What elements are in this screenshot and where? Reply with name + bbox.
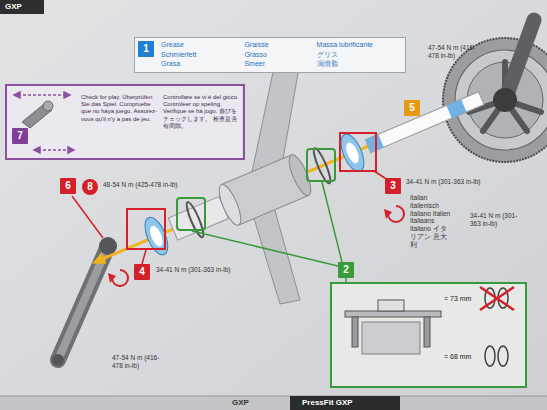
callout-text: 5: [409, 102, 415, 114]
spindle: [365, 92, 484, 153]
callout-number: 4: [134, 264, 150, 280]
callout-text: 8: [87, 181, 93, 193]
callout-text: 7: [17, 130, 23, 142]
node-text: Grasso: [244, 51, 294, 59]
measure-panel: = 73 mm = 68 mm: [330, 282, 527, 388]
torque-note: Italian Italienisch Italiano Italien Ita…: [410, 194, 452, 249]
torque-note: 34-41 N m (301-363 in-lb): [406, 178, 506, 186]
callout-number: 3: [385, 178, 401, 194]
callout-text: 3: [390, 180, 396, 192]
node-text: Massa lubrificante: [317, 41, 399, 49]
page-tab: GXP: [232, 398, 272, 408]
torque-note: 47-54 N m (416-478 in-lb): [428, 44, 482, 60]
callout-text: 2: [343, 264, 349, 276]
check-box: 7 Check for play. Überprüfen Sie das Spie…: [5, 84, 245, 160]
node-text: Graisse: [244, 41, 294, 49]
node-text: = 73 mm: [444, 295, 484, 303]
callout-text: 1: [143, 43, 149, 55]
page-tab: PressFit GXP: [302, 398, 392, 408]
node-text: Smeer: [244, 60, 294, 68]
node-text: Check for play. Überprüfen Sie das Spiel…: [81, 94, 159, 123]
highlight-squares: [127, 133, 376, 249]
torque-arrows: [108, 206, 404, 286]
callout-number: 7: [12, 128, 28, 144]
node-text: Controllare se vi è del gioco. Controlee…: [163, 94, 239, 130]
callout-text: 6: [65, 180, 71, 192]
node-text: グリス: [317, 51, 399, 59]
leader-lines: [72, 171, 388, 266]
grease-box: 1 GreaseSchmierfettGrasa GraisseGrassoSmee…: [134, 37, 406, 73]
torque-note: 47-54 N m (416-478 in-lb): [112, 354, 168, 370]
callout-number: 6: [60, 178, 76, 194]
node-text: Grease: [161, 41, 222, 49]
node-text: 润滑脂: [317, 60, 399, 68]
bearing-cup: [336, 131, 368, 175]
torque-note: 34-41 N m (301-363 in-lb): [156, 266, 256, 274]
node-text: Schmierfett: [161, 51, 222, 59]
green-panel-fill: [331, 283, 526, 387]
spacer: [311, 147, 333, 185]
chainring: [443, 20, 547, 162]
callout-number: 5: [404, 100, 420, 116]
callout-text: 4: [139, 266, 145, 278]
hex-size-symbol: 8: [82, 179, 98, 195]
cup-sleeve: [168, 197, 228, 241]
purple-box-fill: [6, 85, 242, 159]
node-text: = 68 mm: [444, 353, 484, 361]
torque-note: 48-54 N m (425-478 in-lb): [103, 181, 203, 189]
torque-note: 34-41 N m (301-363 in-lb): [470, 212, 528, 228]
callout-number: 2: [338, 262, 354, 278]
callout-number: 1: [138, 41, 154, 57]
node-text: Grasa: [161, 60, 222, 68]
page-tab: GXP: [5, 2, 41, 12]
